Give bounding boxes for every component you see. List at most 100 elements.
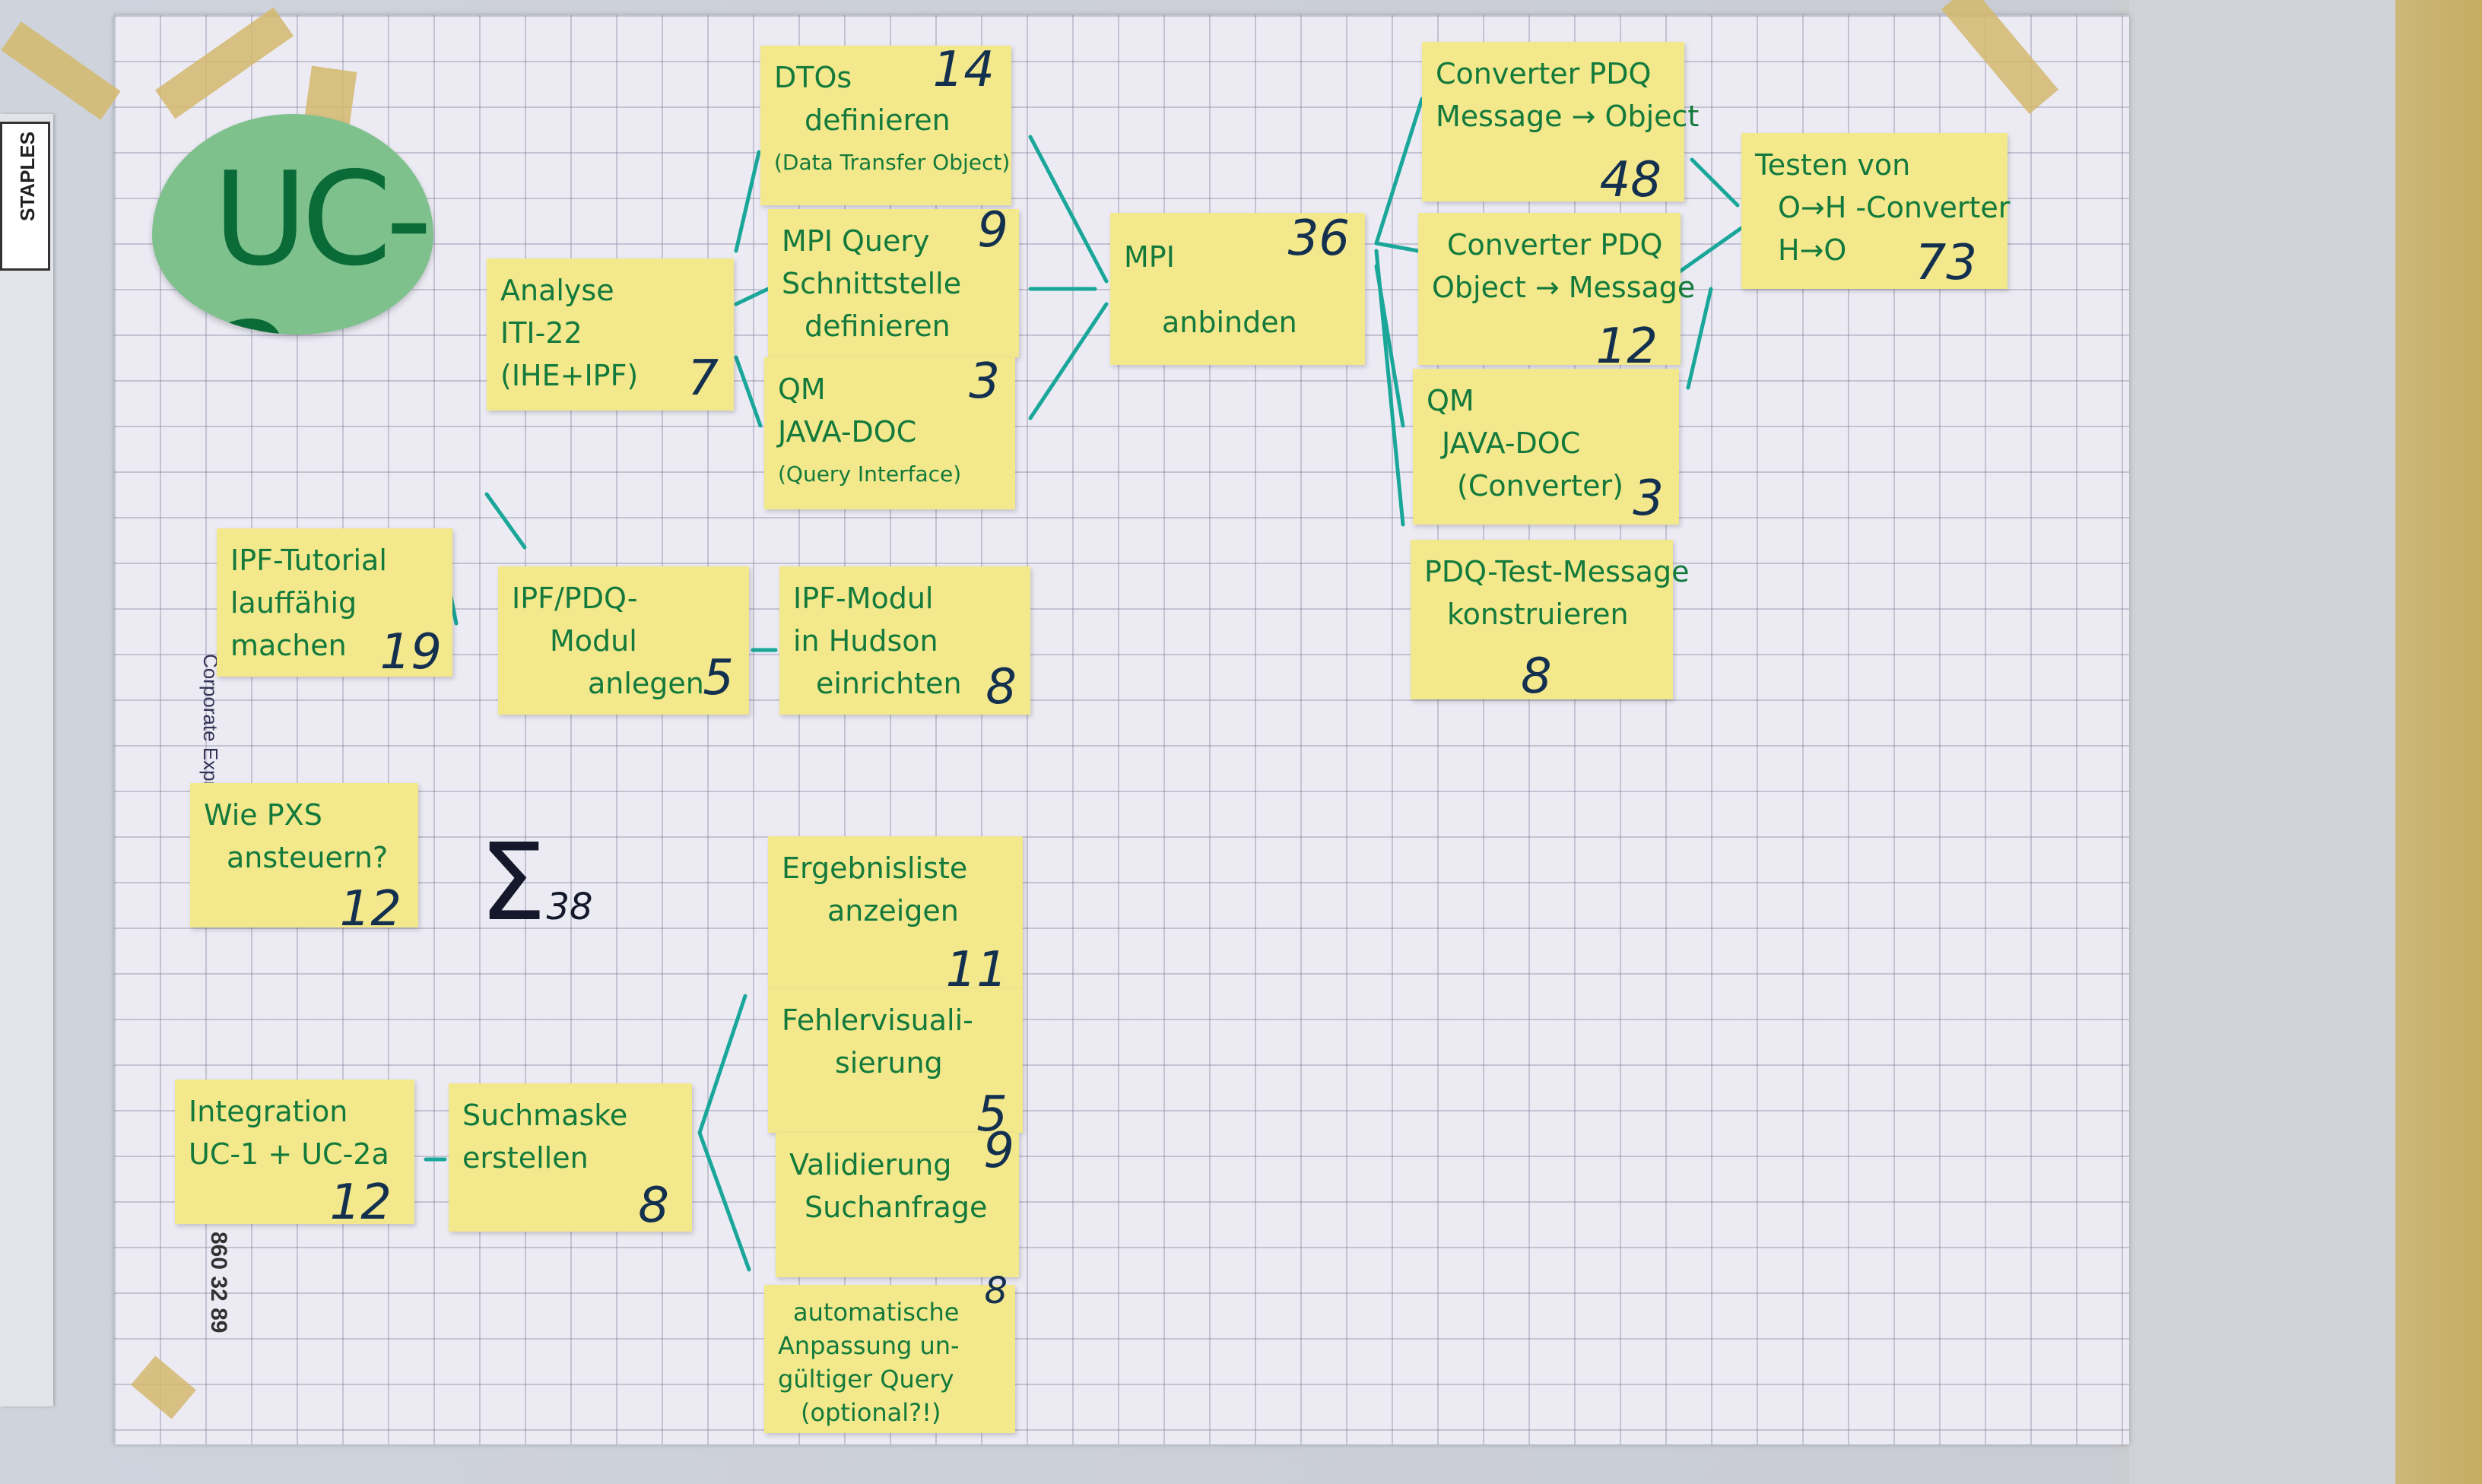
note-line: Analyse bbox=[500, 274, 614, 307]
connector bbox=[1374, 241, 1420, 253]
note-line: Fehlervisuali- bbox=[782, 1004, 973, 1037]
note-suchmaske[interactable]: Suchmaske erstellen 8 bbox=[449, 1083, 692, 1232]
note-line: ansteuern? bbox=[227, 841, 389, 874]
story-points: 8 bbox=[1521, 648, 1552, 705]
note-mpi-query[interactable]: MPI Query Schnittstelle definieren 9 bbox=[768, 202, 1019, 357]
connector bbox=[1028, 135, 1109, 284]
sum-total: Σ38 bbox=[479, 821, 593, 945]
left-sheet bbox=[0, 114, 53, 1406]
note-converter-object-message[interactable]: Converter PDQ Object → Message 12 bbox=[1418, 213, 1696, 375]
note-line: definieren bbox=[805, 103, 951, 137]
note-dtos[interactable]: DTOs definieren (Data Transfer Object) 1… bbox=[760, 46, 1011, 205]
connector bbox=[1374, 264, 1405, 428]
note-line: DTOs bbox=[774, 61, 852, 94]
note-converter-message-object[interactable]: Converter PDQ Message → Object 48 bbox=[1422, 42, 1700, 208]
note-line: MPI bbox=[1124, 240, 1175, 274]
story-points: 9 bbox=[977, 202, 1008, 258]
staples-label: STAPLES bbox=[0, 122, 50, 271]
note-line: anbinden bbox=[1162, 306, 1297, 339]
note-line: Suchanfrage bbox=[805, 1191, 988, 1224]
note-line: anzeigen bbox=[827, 894, 959, 928]
note-line: Message → Object bbox=[1436, 100, 1700, 133]
story-points: 48 bbox=[1599, 152, 1662, 208]
note-mpi-anbinden[interactable]: MPI anbinden 36 bbox=[1110, 213, 1365, 365]
note-ipf-tutorial[interactable]: IPF-Tutorial lauffähig machen 19 bbox=[217, 528, 452, 677]
note-pxs-ansteuern[interactable]: Wie PXS ansteuern? 12 bbox=[190, 783, 418, 937]
note-line: QM bbox=[1427, 384, 1474, 417]
note-line: PDQ-Test-Message bbox=[1424, 555, 1690, 588]
note-qm-query-interface[interactable]: QM JAVA-DOC (Query Interface) 3 bbox=[764, 357, 1015, 509]
note-pdq-test-message[interactable]: PDQ-Test-Message konstruieren 8 bbox=[1411, 540, 1690, 705]
connector bbox=[1686, 287, 1713, 390]
note-line: konstruieren bbox=[1447, 598, 1629, 631]
story-points: 5 bbox=[976, 1086, 1008, 1143]
note-analyse[interactable]: Analyse ITI-22 (IHE+IPF) 7 bbox=[487, 258, 734, 411]
note-line: QM bbox=[778, 373, 826, 406]
note-automatische-anpassung[interactable]: automatische Anpassung un- gültiger Quer… bbox=[764, 1273, 1015, 1433]
connector bbox=[1674, 226, 1744, 276]
connector bbox=[734, 287, 770, 306]
story-points: 12 bbox=[1595, 319, 1658, 375]
story-points: 7 bbox=[687, 350, 719, 407]
note-ipf-hudson[interactable]: IPF-Modul in Hudson einrichten 8 bbox=[779, 566, 1030, 715]
note-line: Anpassung un- bbox=[778, 1331, 960, 1360]
note-ipf-pdq-modul[interactable]: IPF/PDQ- Modul anlegen 5 bbox=[498, 566, 749, 715]
note-line: H→O bbox=[1778, 233, 1847, 267]
note-line: erstellen bbox=[462, 1141, 589, 1175]
code-stamp: 860 32 89 bbox=[206, 1232, 231, 1333]
note-line: Object → Message bbox=[1432, 271, 1696, 304]
note-line: Validierung bbox=[789, 1148, 952, 1181]
note-line: ITI-22 bbox=[500, 316, 582, 350]
story-points: 8 bbox=[984, 1270, 1008, 1312]
note-line: einrichten bbox=[816, 667, 962, 700]
connector bbox=[484, 492, 527, 550]
story-points: 14 bbox=[932, 42, 995, 98]
note-line: sierung bbox=[835, 1046, 943, 1080]
note-line: Schnittstelle bbox=[782, 267, 962, 300]
note-line: (Data Transfer Object) bbox=[774, 150, 1011, 175]
story-points: 8 bbox=[638, 1178, 669, 1234]
note-line: gültiger Query bbox=[778, 1365, 954, 1394]
note-line: MPI Query bbox=[782, 224, 930, 258]
note-line: UC-1 + UC-2a bbox=[189, 1137, 389, 1171]
note-line: IPF-Modul bbox=[793, 582, 934, 615]
story-points: 36 bbox=[1287, 211, 1350, 267]
story-points: 11 bbox=[945, 942, 1008, 998]
note-line: JAVA-DOC bbox=[1442, 426, 1581, 460]
note-line: machen bbox=[230, 629, 347, 662]
sum-symbol: Σ bbox=[479, 821, 547, 945]
story-points: 12 bbox=[329, 1175, 392, 1231]
note-validierung[interactable]: Validierung Suchanfrage 9 bbox=[776, 1123, 1019, 1277]
connector bbox=[697, 994, 751, 1272]
side-panel bbox=[2129, 0, 2395, 1484]
note-fehlervisualisierung[interactable]: Fehlervisuali- sierung 5 bbox=[768, 988, 1023, 1143]
note-line: lauffähig bbox=[230, 586, 357, 620]
note-qm-converter[interactable]: QM JAVA-DOC (Converter) 3 bbox=[1413, 369, 1679, 525]
note-line: Converter PDQ bbox=[1447, 228, 1663, 262]
note-integration[interactable]: Integration UC-1 + UC-2a 12 bbox=[175, 1080, 414, 1231]
note-line: JAVA-DOC bbox=[778, 415, 917, 449]
story-points: 8 bbox=[986, 659, 1017, 715]
note-line: definieren bbox=[805, 309, 951, 343]
sum-value: 38 bbox=[546, 886, 593, 928]
note-line: in Hudson bbox=[793, 624, 938, 658]
story-points: 73 bbox=[1915, 235, 1977, 291]
connector bbox=[1028, 302, 1109, 420]
note-line: Wie PXS bbox=[204, 798, 322, 832]
note-line: Integration bbox=[189, 1095, 348, 1128]
story-points: 19 bbox=[379, 624, 442, 680]
connector bbox=[734, 355, 763, 428]
story-points: 5 bbox=[703, 650, 734, 706]
story-points: 9 bbox=[983, 1123, 1014, 1179]
note-line: anlegen bbox=[588, 667, 704, 700]
story-points: 12 bbox=[339, 881, 402, 937]
connector bbox=[1374, 97, 1424, 246]
note-line: (Query Interface) bbox=[778, 461, 962, 487]
note-ergebnisliste[interactable]: Ergebnisliste anzeigen 11 bbox=[768, 836, 1023, 998]
note-line: (optional?!) bbox=[801, 1398, 941, 1427]
board-title: UC-2 bbox=[213, 144, 432, 335]
note-line: Testen von bbox=[1755, 148, 1911, 182]
note-line: Suchmaske bbox=[462, 1099, 628, 1132]
note-testen-converter[interactable]: Testen von O→H -Converter H→O 73 bbox=[1741, 133, 2010, 291]
